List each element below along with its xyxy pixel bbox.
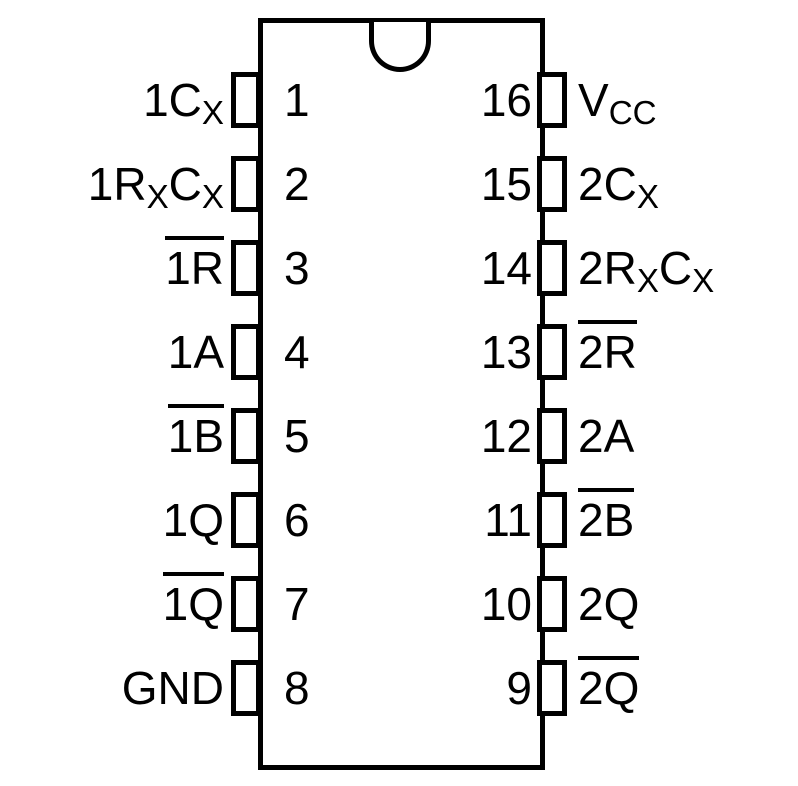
pin-label-segment: 1Q — [162, 494, 224, 546]
pin-14-number: 14 — [480, 242, 532, 294]
pin-5-number: 5 — [284, 410, 310, 462]
pin-16-lead — [537, 72, 567, 128]
pin-label-segment: 2R — [578, 242, 637, 294]
pin-label-segment: 1A — [167, 326, 224, 378]
pin-label-segment: 2C — [578, 158, 637, 210]
pin-label-segment: CC — [608, 94, 657, 132]
pin-label-segment: X — [636, 262, 659, 300]
pin-3-number: 3 — [284, 242, 310, 294]
pin-5-label: 1B — [0, 404, 224, 464]
pin-label-segment: V — [578, 74, 609, 126]
pin-10-lead — [537, 576, 567, 632]
pin-label-segment: X — [146, 178, 169, 216]
pin-label-segment: 1R — [165, 236, 224, 294]
pin-4-lead — [231, 324, 261, 380]
index-notch — [369, 22, 431, 72]
pin-10-label: 2Q — [578, 576, 796, 632]
pin-label-segment: X — [636, 178, 659, 216]
pin-11-number: 11 — [484, 494, 532, 546]
pin-12-label: 2A — [578, 408, 796, 464]
pin-15-number: 15 — [480, 158, 532, 210]
pin-9-label: 2Q — [578, 656, 796, 716]
pin-10-number: 10 — [480, 578, 532, 630]
pin-label-segment: 2Q — [578, 656, 640, 714]
pin-15-lead — [537, 156, 567, 212]
pin-7-label: 1Q — [0, 572, 224, 632]
pin-1-number: 1 — [284, 74, 310, 126]
pin-2-number: 2 — [284, 158, 310, 210]
pin-7-lead — [231, 576, 261, 632]
pin-label-segment: 1C — [143, 74, 202, 126]
pin-11-lead — [537, 492, 567, 548]
pin-12-lead — [537, 408, 567, 464]
pin-label-segment: 1R — [87, 158, 147, 210]
pin-9-lead — [537, 660, 567, 716]
pin-3-lead — [231, 240, 261, 296]
pin-2-lead — [231, 156, 261, 212]
pin-8-lead — [231, 660, 261, 716]
pin-16-number: 16 — [480, 74, 532, 126]
pin-2-label: 1RXCX — [0, 156, 224, 226]
pin-4-label: 1A — [0, 324, 224, 380]
pin-label-segment: X — [692, 262, 715, 300]
pin-1-lead — [231, 72, 261, 128]
pin-7-number: 7 — [284, 578, 310, 630]
pin-label-segment: 2B — [578, 488, 635, 546]
pin-14-lead — [537, 240, 567, 296]
pin-6-lead — [231, 492, 261, 548]
pin-label-segment: 2A — [578, 410, 635, 462]
pin-13-label: 2R — [578, 320, 796, 380]
pin-6-number: 6 — [284, 494, 310, 546]
pin-6-label: 1Q — [0, 492, 224, 548]
pin-label-segment: C — [658, 242, 693, 294]
pin-14-label: 2RXCX — [578, 240, 796, 310]
pin-label-segment: X — [201, 94, 224, 132]
pin-12-number: 12 — [480, 410, 532, 462]
pin-13-lead — [537, 324, 567, 380]
pin-label-segment: 1B — [167, 404, 224, 462]
pin-4-number: 4 — [284, 326, 310, 378]
pin-8-label: GND — [0, 660, 224, 716]
pin-label-segment: 2Q — [578, 578, 640, 630]
pin-label-segment: GND — [121, 662, 224, 714]
pin-15-label: 2CX — [578, 156, 796, 226]
pin-9-number: 9 — [506, 662, 532, 714]
pin-label-segment: 2R — [578, 320, 637, 378]
pin-16-label: VCC — [578, 72, 796, 142]
pin-label-segment: C — [168, 158, 202, 210]
pin-label-segment: X — [201, 178, 224, 216]
pin-label-segment: 1Q — [162, 572, 224, 630]
pin-13-number: 13 — [480, 326, 532, 378]
pin-11-label: 2B — [578, 488, 796, 548]
ic-body — [258, 18, 545, 770]
pin-8-number: 8 — [284, 662, 310, 714]
pin-5-lead — [231, 408, 261, 464]
pin-3-label: 1R — [0, 236, 224, 296]
pin-1-label: 1CX — [0, 72, 224, 142]
